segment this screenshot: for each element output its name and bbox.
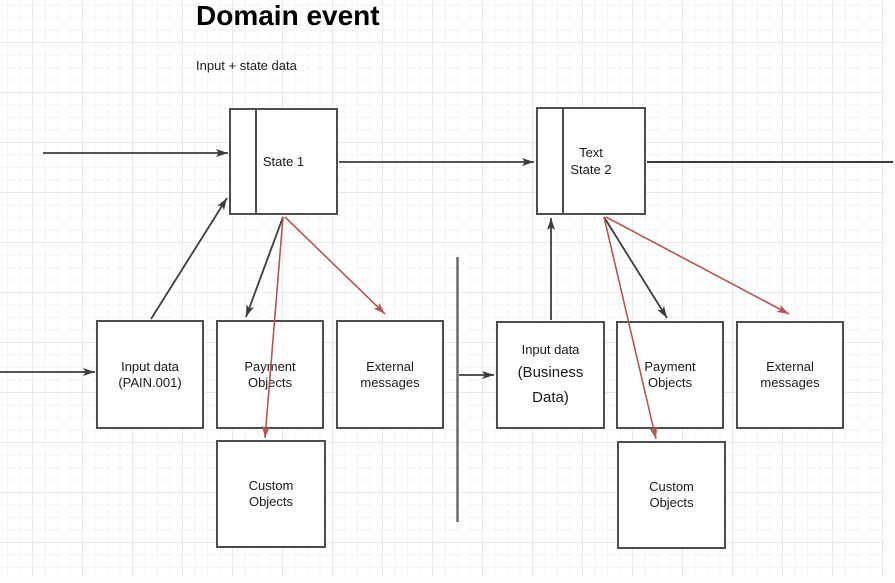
node-label-line: messages: [360, 374, 420, 390]
node-state-1[interactable]: State 1: [229, 108, 338, 215]
node-external-messages-left[interactable]: External messages: [336, 320, 444, 429]
node-label-line: Objects: [649, 495, 694, 510]
state-1-label-line: State 1: [262, 154, 305, 169]
node-input-data-business[interactable]: Input data (Business Data): [496, 321, 605, 429]
node-label-line: Objects: [248, 494, 294, 509]
diagram-subtitle[interactable]: Input + state data: [196, 58, 297, 73]
edge-state-1-to-custom-left[interactable]: [261, 216, 284, 439]
node-custom-objects-left[interactable]: Custom Objects: [216, 440, 326, 548]
diagram-title[interactable]: Domain event: [196, 0, 380, 31]
node-label-line: Input data: [521, 342, 580, 357]
state-1-label: State 1: [231, 110, 336, 213]
node-label-line: Objects: [647, 375, 693, 390]
canvas-edge-right: [884, 0, 895, 583]
state-2-compartment-divider: [538, 109, 564, 213]
node-label-line: External: [766, 359, 814, 374]
edge-state-1-to-external-left[interactable]: [284, 216, 386, 315]
node-label-line: Input data: [121, 358, 179, 374]
edge-state-2-to-external-right[interactable]: [605, 216, 790, 315]
state-1-compartment-divider: [231, 110, 257, 213]
node-external-messages-right[interactable]: External messages: [736, 321, 844, 429]
node-label-line: Custom: [248, 478, 294, 493]
state-2-label-line: Text: [579, 145, 603, 160]
node-input-data-pain001[interactable]: Input data (PAIN.001): [96, 320, 204, 429]
node-label-line: messages: [760, 375, 820, 390]
edge-state-2-to-custom-right[interactable]: [603, 216, 658, 440]
node-label-line: Payment: [244, 358, 296, 374]
edge-input-pain-to-state-1[interactable]: [150, 197, 228, 320]
node-label-line: External: [366, 358, 414, 374]
canvas-edge-bottom: [0, 576, 895, 583]
node-label-line: (PAIN.001): [118, 374, 182, 390]
node-label-line: Custom: [649, 479, 694, 494]
node-custom-objects-right[interactable]: Custom Objects: [617, 441, 726, 549]
state-2-label-line: State 2: [570, 162, 612, 177]
edge-state-2-to-payment-right[interactable]: [603, 216, 668, 319]
edge-state-1-to-payment-left[interactable]: [245, 216, 284, 318]
node-label-line: Data): [532, 389, 569, 406]
node-state-2[interactable]: Text State 2: [536, 107, 646, 215]
node-label-line: (Business: [517, 364, 584, 381]
node-label-line: Payment: [644, 359, 696, 374]
state-2-label: Text State 2: [538, 109, 644, 213]
node-payment-objects-right[interactable]: Payment Objects: [616, 321, 724, 429]
